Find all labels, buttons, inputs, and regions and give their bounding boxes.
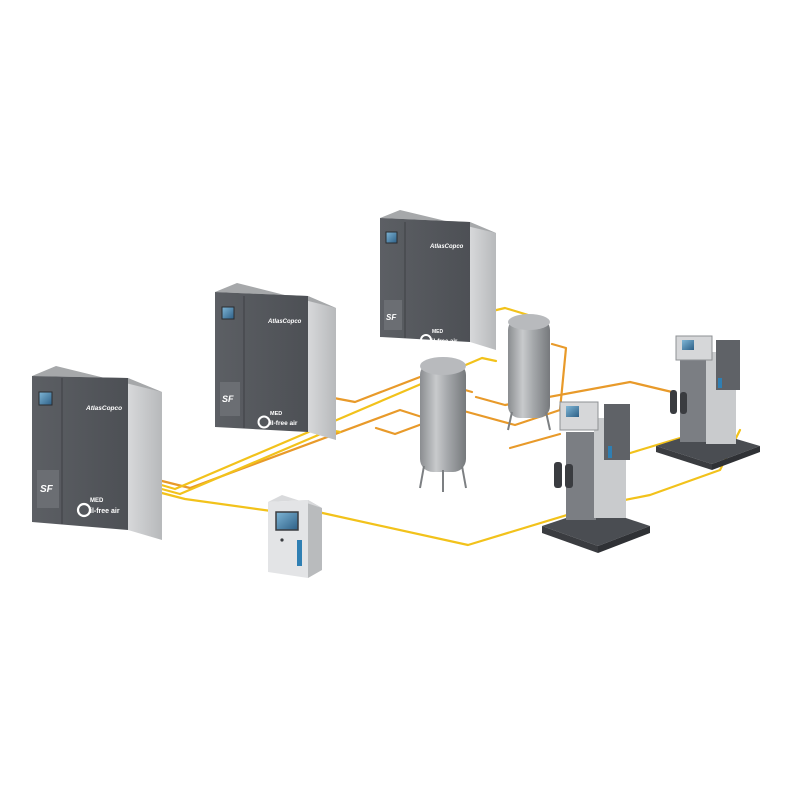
compressor-3-brand: AtlasCopco [429, 244, 464, 250]
compressor-2-tagline: il-free air [270, 420, 298, 427]
compressor-3-logo-ring [420, 334, 432, 346]
air-receiver-tank-1[interactable] [419, 357, 467, 492]
controller-status-strip [297, 540, 302, 566]
orange-pipe-lines [156, 342, 674, 490]
compressor-3-vent-panel [384, 300, 402, 330]
controller-top [268, 495, 322, 508]
compressor-1-screen [38, 391, 53, 406]
compressor-3-top [380, 210, 496, 233]
orange-pipe-to-dryer2 [474, 380, 674, 407]
tank-2-body [508, 318, 550, 418]
dryer-1-filter-1 [554, 462, 562, 488]
compressor-3-tagline: il-free air [432, 339, 458, 345]
compressor-2-logo-ring [257, 415, 271, 429]
dryer-unit-2[interactable] [656, 335, 760, 470]
compressor-1-tagline: il-free air [90, 508, 120, 515]
tank-1-leg-1 [419, 465, 425, 489]
compressor-2[interactable]: AtlasCopco SF MED il-free air [215, 283, 336, 440]
tank-1-body [420, 362, 466, 472]
dryer-1-base-side [598, 526, 650, 553]
compressor-1-top [32, 366, 162, 392]
orange-pipe-to-dryer1 [508, 432, 562, 450]
dryer-2-screen [682, 340, 694, 350]
compressor-3-screen [385, 231, 398, 244]
compressor-3-front [380, 218, 470, 342]
compressor-1-logo-ring [76, 502, 92, 518]
compressor-2-vent-panel [220, 382, 240, 416]
compressor-2-series: MED [270, 411, 282, 417]
orange-pipe-comp1-to-tank1 [156, 408, 427, 490]
dryer-1-accent [608, 446, 612, 458]
air-receiver-tank-2[interactable] [507, 314, 551, 431]
compressor-3-side [470, 222, 496, 350]
controller-screen [275, 511, 299, 531]
dryer-2-filter-2 [680, 392, 687, 414]
controller-indicator-light [280, 538, 284, 542]
yellow-pipe-to-controller [156, 490, 302, 517]
compressor-3-series: MED [432, 329, 444, 335]
dryer-2-base-front [656, 446, 712, 470]
controller-side [308, 500, 322, 578]
compressor-2-screen [221, 306, 235, 320]
compressor-3[interactable]: AtlasCopco SF MED il-free air [380, 210, 496, 350]
dryer-1-cabinet [604, 404, 630, 460]
compressor-1-series: MED [90, 498, 104, 504]
compressor-2-side [308, 296, 336, 440]
dryer-1-filter-2 [565, 464, 573, 488]
tank-1-leg-2 [461, 465, 467, 489]
dryer-1-screen [566, 406, 579, 417]
compressor-2-brand: AtlasCopco [267, 319, 302, 325]
dryer-2-filter-1 [670, 390, 677, 414]
dryer-2-accent [718, 378, 722, 388]
orange-pipe-tank-loop [374, 342, 568, 436]
tank-1-top-cap [420, 357, 466, 375]
compressor-2-top [215, 283, 336, 308]
compressor-1[interactable]: AtlasCopco SF MED il-free air [32, 366, 162, 540]
dryer-unit-1[interactable] [542, 401, 650, 553]
compressor-2-model-badge: SF [222, 394, 234, 404]
central-controller[interactable] [268, 495, 322, 578]
compressor-3-model-badge: SF [386, 313, 397, 322]
tank-2-top-cap [508, 314, 550, 330]
compressor-1-vent-panel [37, 470, 59, 508]
tank-2-leg-1 [507, 411, 513, 431]
dryer-1-base-front [542, 526, 598, 553]
compressor-1-brand: AtlasCopco [85, 405, 122, 412]
tank-2-leg-2 [545, 411, 551, 431]
compressor-1-model-badge: SF [40, 484, 54, 495]
compressor-1-side [128, 378, 162, 540]
dryer-2-base-side [712, 446, 760, 470]
